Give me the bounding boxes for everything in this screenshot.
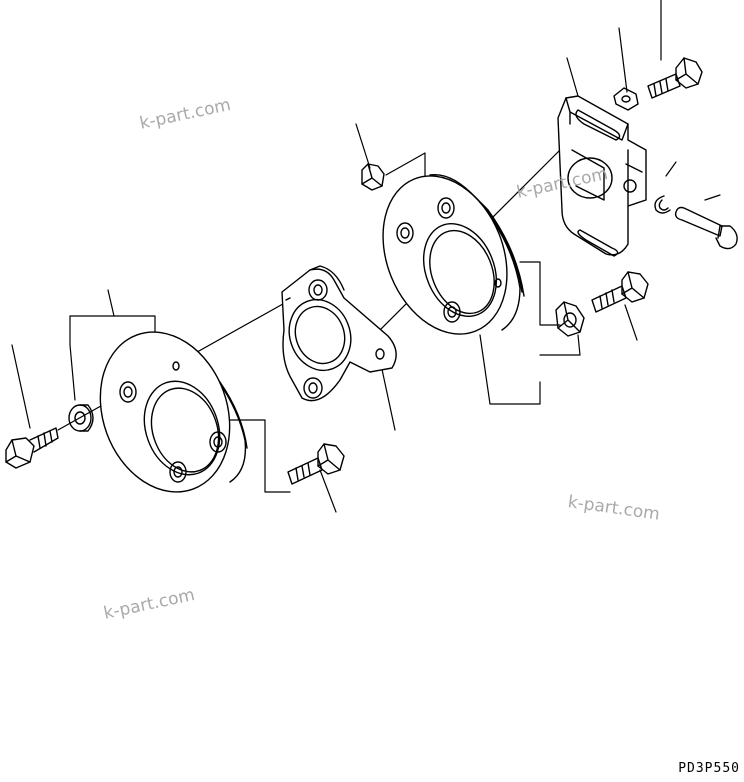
right-flange-plate-icon [382, 174, 525, 335]
top-bolt-icon [647, 57, 703, 99]
left-washer-icon [68, 404, 94, 432]
flange-housing-icon [281, 265, 397, 402]
drawing-code: PD3P550 [678, 761, 740, 776]
bracket-block-icon [557, 95, 647, 257]
pin-bolt-icon [674, 206, 738, 250]
top-washer-icon [613, 87, 639, 111]
upper-nut-icon [361, 163, 385, 191]
left-bolt-icon [5, 427, 59, 469]
snap-ring-icon [654, 195, 671, 214]
lower-stud-bolt-icon [287, 443, 345, 485]
left-flange-plate-icon [99, 331, 248, 493]
lower-nut-icon [555, 301, 585, 337]
right-stud-bolt-icon [591, 271, 649, 313]
